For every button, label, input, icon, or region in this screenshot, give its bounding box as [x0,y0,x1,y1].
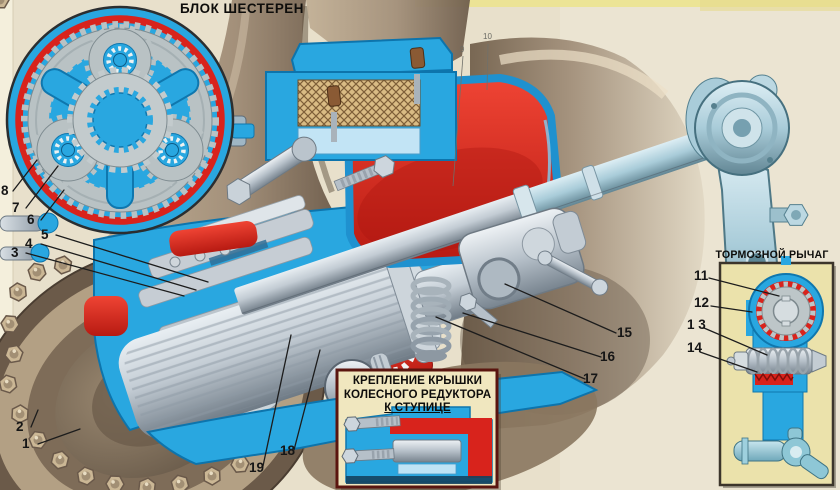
callout-2: 2 [16,419,24,434]
sun-gear [67,67,173,173]
brake-rod [537,250,609,296]
worm-wheel [756,281,816,341]
leader-lines-thin [452,43,489,187]
callout-7: 7 [12,200,20,215]
callout-13: 1 3 [687,317,706,332]
callout-18: 18 [280,443,296,458]
callout-12: 12 [694,295,710,310]
brake-lever-inset-panel [718,256,836,488]
adjuster-bolt [458,292,498,329]
breather-filter [265,36,457,161]
adjuster-linkage [733,427,829,480]
left-fittings [0,212,59,263]
filter-mesh [297,79,421,127]
callout-9: 9 [460,45,465,54]
tie-rod-end [226,136,317,206]
hub-bolts [0,0,253,490]
coil-spring [410,276,452,362]
serrated-washer [754,372,794,385]
cover-gasket-red [390,418,492,434]
callout-16: 16 [600,349,616,364]
brake-lever-title: ТОРМОЗНОЙ РЫЧАГ [715,249,829,261]
callout-11: 11 [694,268,709,283]
hub-cover-title-line3: К СТУПИЦЕ [384,401,451,415]
callout-8: 8 [1,183,9,198]
gear-block-title: БЛОК ШЕСТЕРЕН [180,1,304,16]
leader-lines [12,159,780,467]
callout-14: 14 [687,340,703,355]
cover-bolts [341,415,401,464]
hub-cover-inset-panel [335,368,501,490]
callout-4: 4 [25,236,33,251]
worm-screw [726,347,827,375]
callout-15: 15 [617,325,633,340]
callout-17: 17 [583,371,599,386]
callout-1: 1 [22,436,30,451]
hub-cover-title-line2: КОЛЕСНОГО РЕДУКТОРА [343,387,492,401]
axle-shaft [234,119,745,315]
knuckle-bolt [783,204,809,226]
red-ring [15,15,225,225]
top-yellow-band [415,0,840,7]
stud-bolt [333,155,395,192]
planetary-gear-inset [5,5,255,235]
callout-10: 10 [483,32,492,41]
callout-3: 3 [11,245,19,260]
callout-19: 19 [249,460,265,475]
hub-cover-inset-title: КРЕПЛЕНИЕ КРЫШКИ КОЛЕСНОГО РЕДУКТОРА К С… [341,374,494,415]
callout-6: 6 [27,212,35,227]
callout-5: 5 [41,227,49,242]
hub-cover-title-line1: КРЕПЛЕНИЕ КРЫШКИ [352,374,483,387]
